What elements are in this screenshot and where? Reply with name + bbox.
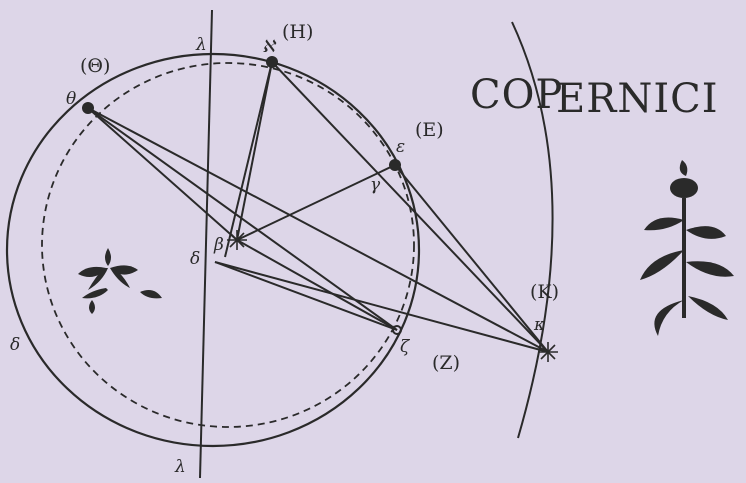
floral-ornament-right (640, 160, 734, 336)
point-epsilon (389, 159, 401, 171)
line-center-zeta (214, 261, 398, 331)
point-zeta (392, 325, 402, 335)
label-theta: (Θ) (80, 55, 110, 77)
glyph-epsilon: ε (396, 137, 405, 157)
glyph-theta: θ (66, 89, 76, 109)
glyph-center-left: δ (190, 249, 200, 269)
line-theta-kappa (87, 107, 549, 353)
floral-ornament-left (78, 248, 162, 314)
glyph-eta: ℵ (262, 37, 277, 57)
label-kappa: (K) (530, 281, 559, 303)
line-eta-star (236, 61, 273, 241)
glyph-center: β (213, 235, 224, 255)
line-epsilon-kappa (394, 164, 549, 353)
line-star-zeta (236, 239, 398, 331)
glyph-eps-small: γ (370, 175, 381, 195)
point-eta (266, 56, 278, 68)
line-epsilon-center (236, 164, 396, 241)
label-epsilon: (E) (415, 119, 444, 141)
label-eta: (H) (282, 21, 313, 43)
construction-lines (87, 61, 549, 353)
title-right: ERNICI (556, 76, 719, 122)
vertical-axis (199, 9, 213, 479)
glyph-kappa: κ (533, 315, 545, 335)
glyph-bottom: λ (174, 457, 186, 477)
line-eta-center (224, 61, 273, 258)
title-left: COP (470, 72, 563, 118)
glyph-left: δ (10, 335, 20, 355)
outer-circle (5, 52, 421, 448)
point-theta (82, 102, 94, 114)
center-star (227, 230, 247, 250)
glyph-zeta: ζ (400, 337, 411, 357)
dashed-circle (41, 62, 415, 428)
line-center-kappa (214, 261, 549, 353)
line-eta-kappa (271, 61, 549, 353)
label-zeta: (Z) (432, 352, 460, 374)
line-theta-zeta (87, 107, 398, 331)
line-theta-center (87, 107, 238, 241)
glyph-top: λ (195, 35, 207, 55)
outer-arc (511, 21, 554, 439)
kappa-star (538, 342, 558, 362)
